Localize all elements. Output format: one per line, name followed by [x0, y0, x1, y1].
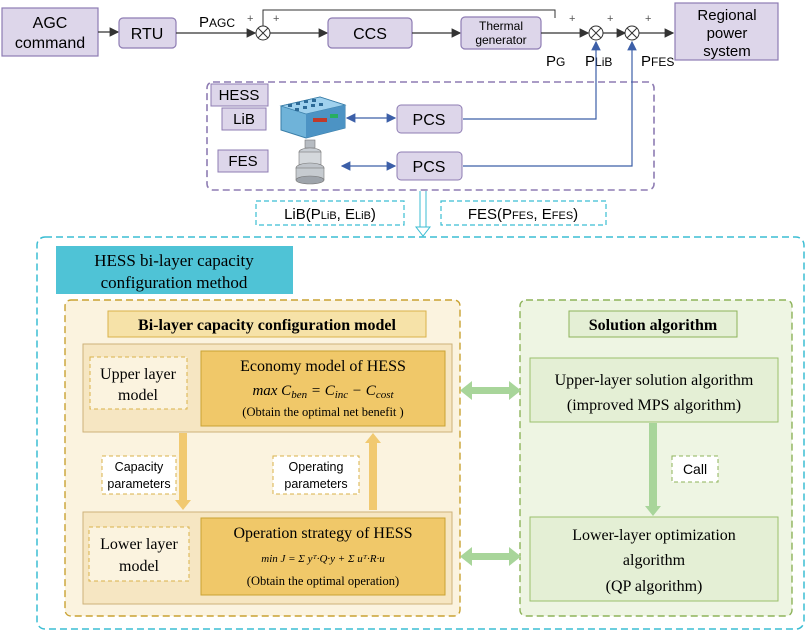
- thermal-label-line1: Thermal: [479, 19, 523, 33]
- plus-sign: +: [645, 13, 651, 25]
- agc-label-line1: AGC: [33, 15, 68, 32]
- thermal-generator-box: Thermal generator: [460, 16, 542, 50]
- ccs-label: CCS: [353, 26, 387, 43]
- method-title-box: HESS bi-layer capacity configuration met…: [56, 246, 293, 294]
- operating-params-box: Operating parameters: [272, 455, 360, 495]
- plus-sign: +: [607, 13, 613, 25]
- pcs-lib-label: PCS: [413, 112, 446, 129]
- regional-label-line2: power: [707, 25, 748, 42]
- lib-param-box: LiB(PLiB, ELiB): [255, 200, 405, 226]
- feedback-line: [262, 9, 556, 26]
- upper-solution-box: Upper-layer solution algorithm (improved…: [529, 357, 779, 423]
- lower-solution-box: Lower-layer optimization algorithm (QP a…: [529, 516, 779, 602]
- regional-label-line3: system: [703, 43, 751, 60]
- economy-model-box: Economy model of HESS max Cben = Cinc − …: [200, 350, 446, 427]
- pcs-fes-to-sum3-line: [463, 40, 637, 167]
- hess-title-box: HESS: [210, 83, 269, 107]
- capacity-params-box: Capacity parameters: [101, 455, 177, 495]
- sum-junction-1: [255, 25, 271, 41]
- pcs-lib-box: PCS: [396, 104, 463, 134]
- regional-power-system-box: Regional power system: [674, 2, 779, 61]
- solution-title-box: Solution algorithm: [568, 310, 738, 338]
- pcs-fes-box: PCS: [396, 151, 463, 181]
- capacity-params-line1: Capacity: [115, 460, 164, 474]
- plus-sign: +: [569, 13, 575, 25]
- method-title-line1: HESS bi-layer capacity: [94, 251, 254, 270]
- fes-label: FES: [228, 153, 257, 170]
- lower-layer-label-line1: Lower layer: [100, 536, 178, 553]
- lower-link-double-arrow: [460, 547, 521, 566]
- operating-params-line2: parameters: [284, 477, 347, 491]
- method-dashed-frame: [36, 236, 805, 630]
- flywheel-icon: [295, 139, 325, 185]
- pcs-lib-to-sum2-line: [463, 40, 601, 120]
- capacity-params-line2: parameters: [107, 477, 170, 491]
- economy-formula: max Cben = Cinc − Ccost: [252, 383, 394, 401]
- pfes-label: PFES: [641, 53, 674, 70]
- rtu-box: RTU: [118, 17, 177, 49]
- plus-sign: +: [273, 13, 279, 25]
- call-box: Call: [671, 455, 719, 483]
- regional-label-line1: Regional: [697, 7, 756, 24]
- sum-junction-3: [624, 25, 640, 41]
- solution-title: Solution algorithm: [589, 317, 718, 334]
- upper-solution-line1: Upper-layer solution algorithm: [555, 372, 754, 389]
- lib-label-box: LiB: [221, 107, 267, 131]
- operation-formula: min J = Σ yᵀ·Q·y + Σ uᵀ·R·u: [261, 553, 385, 565]
- battery-pack-icon: [279, 96, 347, 139]
- call-down-arrow: [645, 423, 661, 516]
- operating-up-arrow: [365, 433, 381, 510]
- agc-command-box: AGC command: [1, 7, 99, 57]
- thermal-label-line2: generator: [475, 33, 526, 47]
- lower-solution-line3: (QP algorithm): [606, 578, 703, 595]
- agc-label-line2: command: [15, 35, 85, 52]
- ccs-box: CCS: [327, 17, 413, 49]
- fes-param-text: FES(PFES, EFES): [468, 206, 578, 223]
- sum-junction-2: [588, 25, 604, 41]
- operation-title: Operation strategy of HESS: [233, 525, 412, 542]
- model-title: Bi-layer capacity configuration model: [138, 317, 396, 334]
- lib-param-text: LiB(PLiB, ELiB): [284, 206, 376, 223]
- fes-param-box: FES(PFES, EFES): [440, 200, 607, 226]
- hess-title: HESS: [219, 87, 260, 104]
- fes-label-box: FES: [217, 149, 269, 173]
- operating-params-line1: Operating: [289, 460, 344, 474]
- plus-sign: +: [247, 13, 253, 25]
- p-agc-label: PAGC: [199, 14, 235, 31]
- rtu-label: RTU: [131, 26, 164, 43]
- economy-note: (Obtain the optimal net benefit ): [242, 405, 403, 419]
- pg-label: PG: [546, 53, 565, 70]
- method-title-line2: configuration method: [101, 273, 248, 292]
- lower-layer-label-box: Lower layer model: [88, 526, 190, 582]
- capacity-down-arrow: [175, 433, 191, 510]
- upper-layer-label-box: Upper layer model: [89, 356, 188, 410]
- upper-layer-label-line2: model: [118, 387, 159, 404]
- call-label: Call: [683, 461, 707, 477]
- lower-layer-label-line2: model: [119, 558, 160, 575]
- lib-label: LiB: [233, 111, 255, 128]
- economy-title: Economy model of HESS: [240, 358, 406, 375]
- operation-strategy-box: Operation strategy of HESS min J = Σ yᵀ·…: [200, 517, 446, 596]
- lower-solution-line1: Lower-layer optimization: [572, 527, 736, 544]
- operation-note: (Obtain the optimal operation): [247, 574, 399, 588]
- upper-solution-line2: (improved MPS algorithm): [567, 397, 741, 414]
- model-title-box: Bi-layer capacity configuration model: [107, 310, 427, 338]
- upper-link-double-arrow: [460, 381, 521, 400]
- plib-label: PLiB: [585, 53, 612, 70]
- down-flow-arrow: [414, 191, 432, 237]
- upper-layer-label-line1: Upper layer: [100, 366, 177, 383]
- pcs-fes-label: PCS: [413, 159, 446, 176]
- lower-solution-line2: algorithm: [623, 552, 686, 569]
